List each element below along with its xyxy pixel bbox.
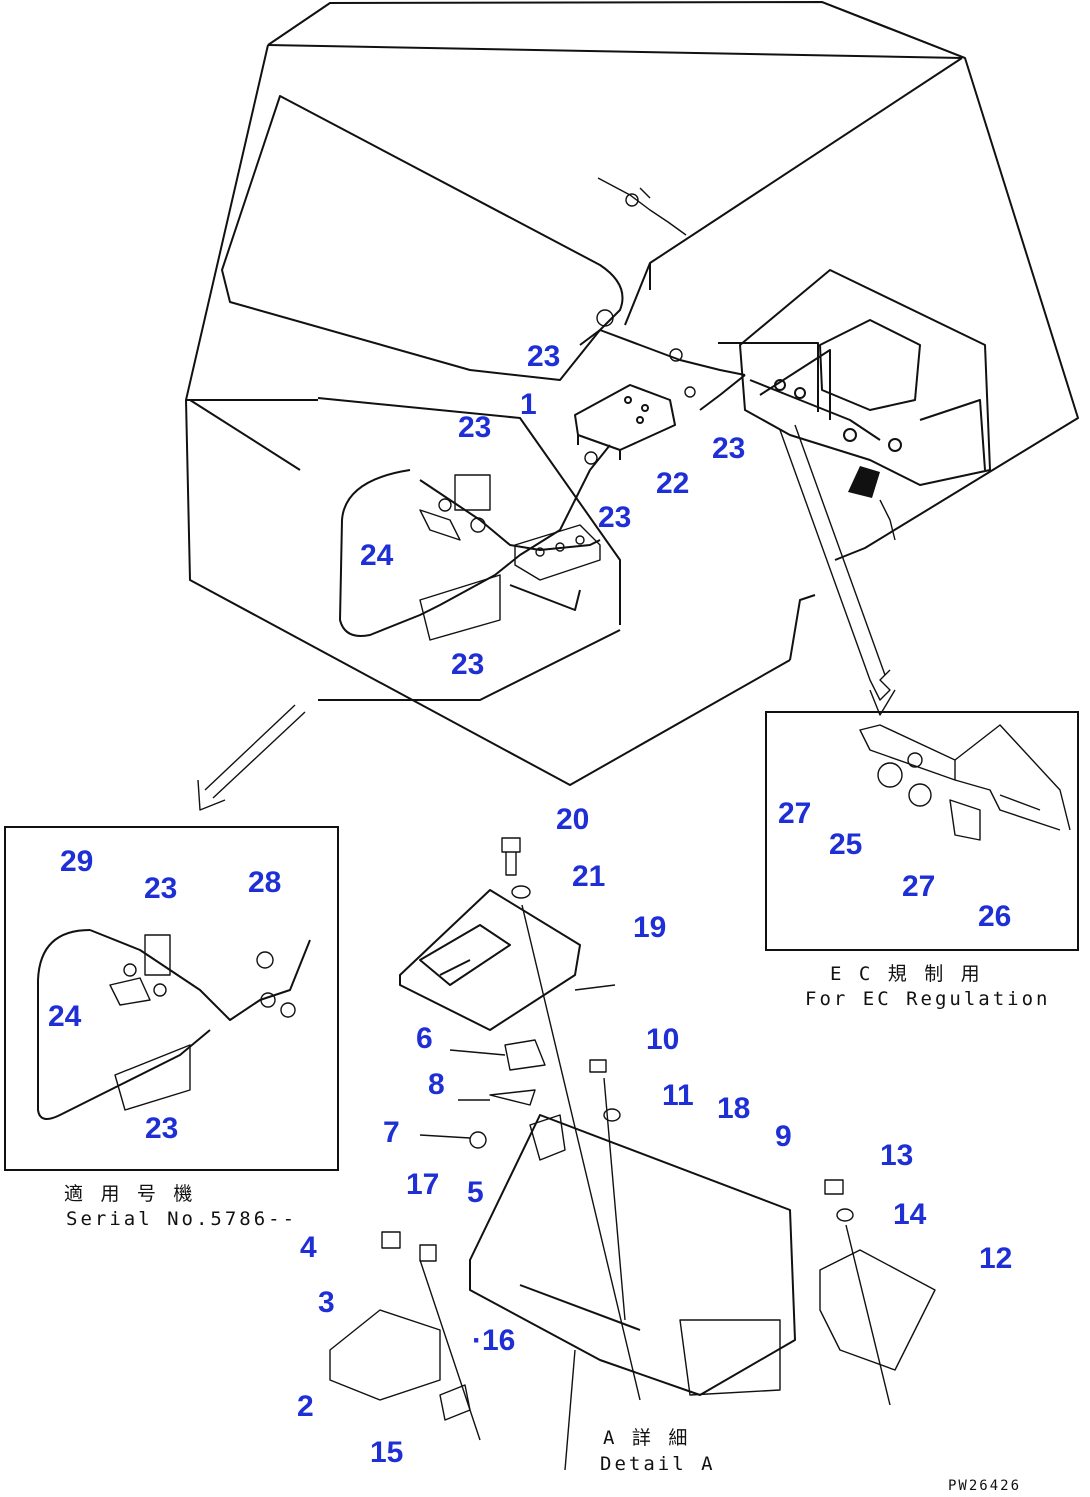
callout-19: 19	[633, 911, 666, 944]
callout-25: 25	[829, 828, 862, 861]
serial-caption-en: Serial No.5786--	[66, 1208, 297, 1230]
callout-24: 24	[48, 1000, 82, 1033]
callout-7: 7	[383, 1116, 400, 1149]
detail-caption-jp: A 詳 細	[603, 1427, 690, 1449]
callout-10: 10	[646, 1023, 679, 1056]
callout-18: 18	[717, 1092, 750, 1125]
callout-11: 11	[662, 1079, 694, 1112]
callout-4: 4	[300, 1231, 317, 1264]
serial-detail-drawing	[37, 929, 311, 1120]
callout-labels: 23 1 23 23 22 23 24 23 27 25 27 26 29 23…	[48, 340, 1012, 1469]
callout-14: 14	[893, 1198, 927, 1231]
clip-tags	[419, 309, 696, 641]
callout-22: 22	[656, 467, 689, 500]
small-parts	[329, 1039, 936, 1421]
callout-6: 6	[416, 1022, 433, 1055]
callout-17: 17	[406, 1168, 439, 1201]
ec-caption-en: For EC Regulation	[805, 988, 1050, 1010]
callout-24: 24	[360, 539, 394, 572]
callout-1: 1	[520, 388, 537, 421]
callout-23: 23	[598, 501, 631, 534]
ec-caption-jp: E C 規 制 用	[830, 963, 983, 985]
callout-2: 2	[297, 1390, 314, 1423]
callout-9: 9	[775, 1120, 792, 1153]
wiring-harness	[339, 329, 746, 637]
callout-23: 23	[145, 1112, 178, 1145]
callout-23: 23	[527, 340, 560, 373]
controller-19	[399, 889, 581, 1031]
cab-outline	[185, 1, 1079, 786]
detail-arrow-a	[848, 466, 896, 541]
serial-detail-frame	[4, 826, 339, 1171]
callout-12: 12	[979, 1242, 1012, 1275]
bracket-assembly	[574, 384, 676, 460]
bolt-20	[501, 837, 531, 899]
callout-23: 23	[451, 648, 484, 681]
arrow-to-serial-detail	[197, 704, 306, 811]
callout-20: 20	[556, 803, 589, 836]
detail-caption-en: Detail A	[600, 1453, 716, 1475]
drawing-number: PW26426	[948, 1478, 1021, 1494]
serial-caption-jp: 適 用 号 機	[64, 1183, 195, 1205]
callout-27: 27	[902, 870, 935, 903]
callout-23: 23	[144, 872, 177, 905]
cab-window	[221, 95, 624, 381]
ec-detail-drawing	[859, 724, 1071, 841]
rear-panel	[317, 397, 621, 625]
arrow-to-ec-detail	[779, 424, 896, 716]
callout-23: 23	[458, 411, 491, 444]
callout-16: ·16	[472, 1324, 515, 1357]
callout-3: 3	[318, 1286, 335, 1319]
callout-28: 28	[248, 866, 281, 899]
callout-8: 8	[428, 1068, 445, 1101]
ec-detail-frame	[765, 711, 1079, 951]
captions: E C 規 制 用 For EC Regulation 適 用 号 機 Seri…	[64, 963, 1050, 1494]
leader-lines	[419, 904, 891, 1471]
callout-23: 23	[712, 432, 745, 465]
top-antenna	[597, 177, 687, 236]
controller-module	[718, 269, 991, 486]
callout-29: 29	[60, 845, 93, 878]
callout-26: 26	[978, 900, 1011, 933]
plate-9	[469, 1114, 796, 1396]
callout-13: 13	[880, 1139, 913, 1172]
callout-21: 21	[572, 860, 605, 893]
callout-27: 27	[778, 797, 811, 830]
callout-5: 5	[467, 1176, 484, 1209]
relay-block	[514, 524, 601, 581]
callout-15: 15	[370, 1436, 403, 1469]
